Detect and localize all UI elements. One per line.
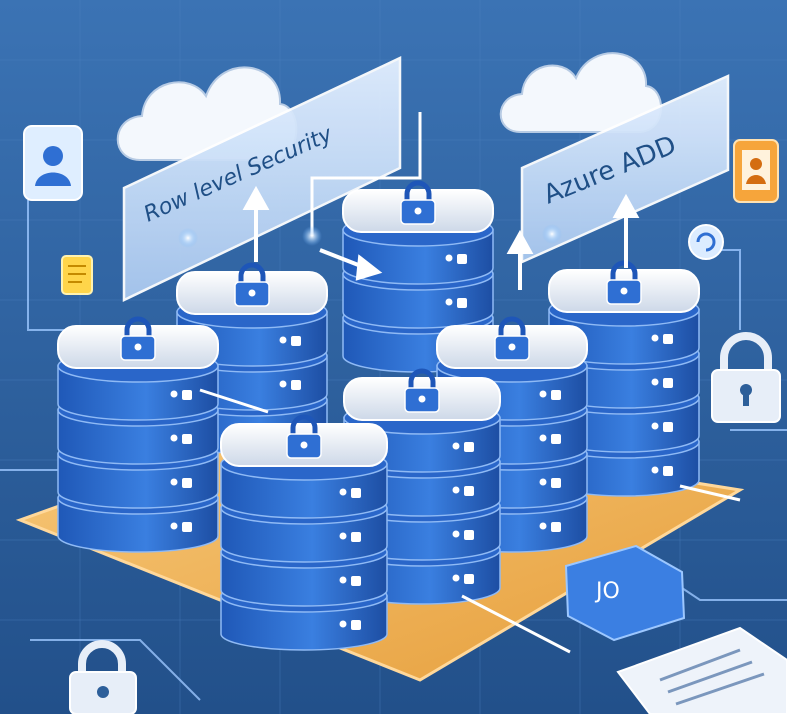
document-icon	[61, 255, 93, 295]
database-icon	[548, 260, 700, 497]
user-glyph	[339, 488, 347, 496]
arrow-icon	[242, 185, 270, 262]
user-glyph	[279, 336, 287, 344]
user-glyph	[452, 574, 460, 582]
user-glyph	[351, 488, 361, 498]
user-glyph	[445, 298, 453, 306]
user-glyph	[464, 442, 474, 452]
user-glyph	[539, 478, 547, 486]
user-glyph	[464, 486, 474, 496]
lock-icon	[286, 414, 322, 459]
database-icon	[57, 316, 219, 553]
user-glyph	[452, 486, 460, 494]
user-glyph	[182, 478, 192, 488]
user-glyph	[539, 390, 547, 398]
user-glyph	[539, 434, 547, 442]
user-icon	[733, 139, 779, 203]
document-icon	[616, 626, 787, 714]
user-glyph	[170, 522, 178, 530]
connector-lines	[199, 112, 741, 654]
glow-node	[542, 224, 562, 244]
user-glyph	[339, 532, 347, 540]
user-glyph	[452, 530, 460, 538]
user-glyph	[551, 522, 561, 532]
user-glyph	[539, 522, 547, 530]
user-glyph	[464, 574, 474, 584]
badge-label: JO	[594, 579, 620, 604]
lock-icon	[234, 262, 270, 307]
user-glyph	[663, 378, 673, 388]
glow-node	[178, 228, 198, 248]
refresh-icon	[688, 224, 724, 260]
user-glyph	[351, 532, 361, 542]
arrow-icon	[612, 193, 640, 268]
glow-node	[302, 226, 322, 246]
user-glyph	[170, 478, 178, 486]
lock-icon	[400, 180, 436, 225]
user-glyph	[351, 620, 361, 630]
user-glyph	[339, 620, 347, 628]
user-glyph	[170, 390, 178, 398]
lock-icon	[120, 316, 156, 361]
user-glyph	[551, 478, 561, 488]
user-glyph	[182, 390, 192, 400]
user-icon	[23, 125, 83, 201]
database-stacks	[57, 180, 700, 651]
database-icon	[220, 414, 388, 651]
user-glyph	[464, 530, 474, 540]
cloud-icon	[499, 52, 662, 133]
user-glyph	[663, 334, 673, 344]
user-glyph	[651, 422, 659, 430]
user-glyph	[551, 434, 561, 444]
user-glyph	[291, 380, 301, 390]
user-glyph	[170, 434, 178, 442]
lock-icon	[494, 316, 530, 361]
user-glyph	[651, 378, 659, 386]
lock-icon	[711, 332, 781, 423]
user-glyph	[663, 422, 673, 432]
user-glyph	[663, 466, 673, 476]
user-glyph	[351, 576, 361, 586]
lock-icon	[404, 368, 440, 413]
user-glyph	[651, 466, 659, 474]
user-glyph	[457, 254, 467, 264]
user-glyph	[339, 576, 347, 584]
user-glyph	[551, 390, 561, 400]
user-glyph	[291, 336, 301, 346]
user-glyph	[452, 442, 460, 450]
user-glyph	[279, 380, 287, 388]
lock-icon	[69, 640, 137, 714]
arrow-icon	[319, 248, 383, 281]
arrow-icon	[506, 229, 534, 290]
user-glyph	[651, 334, 659, 342]
jo-badge: JO	[564, 544, 686, 642]
user-glyph	[457, 298, 467, 308]
user-glyph	[445, 254, 453, 262]
user-glyph	[182, 434, 192, 444]
user-glyph	[182, 522, 192, 532]
